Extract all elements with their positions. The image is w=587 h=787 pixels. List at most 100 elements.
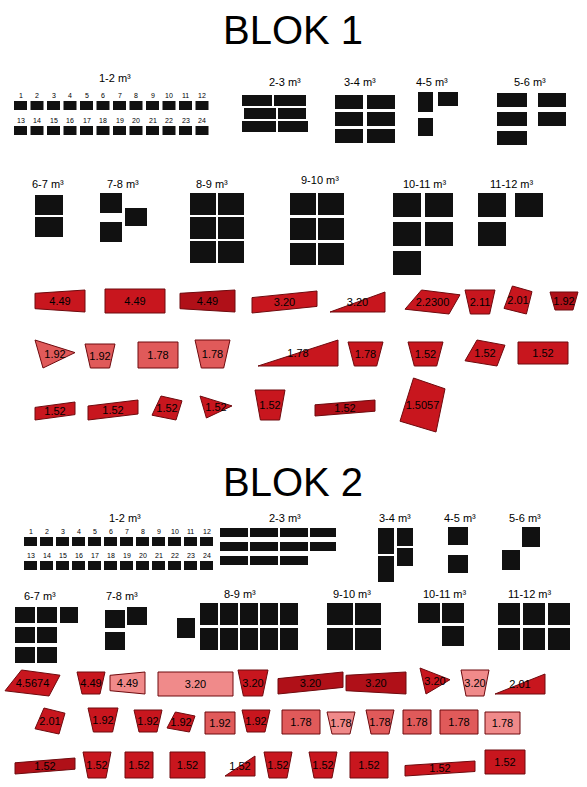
black-block (497, 131, 527, 145)
volume-range: 8-9 m³ (196, 179, 228, 190)
block-number: 21 (155, 552, 163, 559)
black-block (290, 193, 316, 215)
volume-value: 1.52 (177, 760, 198, 771)
black-block (290, 218, 316, 240)
stone-outline (5, 670, 60, 696)
stone-volume: 2.01 (504, 286, 532, 314)
volume-value: 1.92 (44, 349, 65, 360)
volume-value: 1.78 (448, 717, 469, 728)
black-block (105, 610, 125, 628)
stone-outline (85, 344, 115, 368)
black-block (280, 542, 308, 551)
volume-value: 1.52 (44, 406, 65, 417)
stone-outline (465, 340, 505, 366)
black-block (163, 126, 176, 135)
volume-value: 3.20 (242, 678, 263, 689)
stone-outline (252, 291, 317, 313)
black-block (146, 101, 159, 110)
block-number: 4 (77, 528, 81, 535)
black-block (448, 527, 468, 545)
black-block (280, 528, 308, 537)
black-block (37, 647, 57, 663)
black-block (502, 550, 520, 570)
stone-outline (348, 342, 383, 366)
black-block (260, 628, 278, 650)
black-block (335, 129, 363, 143)
volume-value: 2.01 (509, 679, 530, 690)
black-block (125, 208, 147, 226)
black-block (47, 126, 60, 135)
stone-outline (195, 340, 230, 368)
stone-volume: 3.20 (461, 670, 489, 696)
stone-outline (366, 710, 394, 734)
black-block (184, 537, 197, 546)
black-block (538, 112, 566, 126)
black-block (168, 537, 181, 546)
volume-value: 1.78 (406, 717, 427, 728)
stone-outline (255, 390, 285, 420)
block-number: 19 (116, 117, 124, 124)
block-number: 15 (50, 117, 58, 124)
black-block (220, 528, 248, 537)
stone-volume: 4.49 (180, 290, 235, 312)
volume-value: 1.52 (128, 760, 149, 771)
block-number: 7 (125, 528, 129, 535)
volume-value: 1.78 (369, 717, 390, 728)
stone-volume: 1.52 (200, 396, 232, 418)
black-block (242, 121, 276, 132)
black-block (497, 93, 527, 107)
black-block (242, 95, 272, 106)
black-block (24, 561, 37, 570)
black-block (190, 193, 216, 215)
black-block (523, 603, 545, 625)
volume-range: 3-4 m³ (379, 513, 411, 524)
volume-value: 1.52 (259, 400, 280, 411)
volume-value: 1.92 (89, 351, 110, 362)
stone-volume: 1.52 (88, 400, 138, 420)
block-number: 22 (165, 117, 173, 124)
black-block (498, 603, 520, 625)
stone-volume: 3.20 (238, 670, 268, 696)
black-block (80, 126, 93, 135)
volume-value: 1.52 (429, 763, 450, 774)
volume-value: 1.78 (147, 350, 168, 361)
block-number: 14 (33, 117, 41, 124)
stone-volume: 1.52 (152, 396, 182, 420)
black-block (442, 603, 464, 623)
stone-volume: 1.5057 (400, 378, 445, 432)
stone-volume: 4.49 (110, 672, 145, 694)
black-block (220, 556, 248, 565)
black-block (418, 603, 440, 623)
stone-outline (138, 342, 178, 368)
volume-range: 2-3 m³ (269, 77, 301, 88)
stone-outline (504, 286, 532, 314)
black-block (220, 603, 238, 625)
stone-volume: 1.52 (408, 342, 443, 366)
stone-volume: 1.78 (327, 712, 355, 734)
black-block (397, 548, 413, 566)
stone-outline (83, 752, 111, 778)
block-number: 16 (75, 552, 83, 559)
stone-volume: 1.52 (315, 400, 375, 416)
black-block (14, 126, 27, 135)
black-block (438, 92, 458, 106)
stone-volume: 1.78 (366, 710, 394, 734)
black-block (200, 603, 218, 625)
stone-volume: 1.52 (255, 390, 285, 420)
block-number: 5 (85, 92, 89, 99)
black-block (47, 101, 60, 110)
black-block (196, 101, 209, 110)
volume-value: 4.49 (117, 678, 138, 689)
stone-outline (278, 672, 343, 694)
volume-range: 4-5 m³ (444, 513, 476, 524)
stone-outline (350, 752, 388, 778)
volume-range: 2-3 m³ (269, 513, 301, 524)
stone-outline (125, 752, 153, 778)
block-number: 13 (17, 117, 25, 124)
black-block (35, 217, 63, 237)
stone-outline (170, 752, 205, 778)
black-block (250, 528, 278, 537)
volume-value: 1.52 (532, 348, 553, 359)
stone-outline (167, 712, 195, 732)
